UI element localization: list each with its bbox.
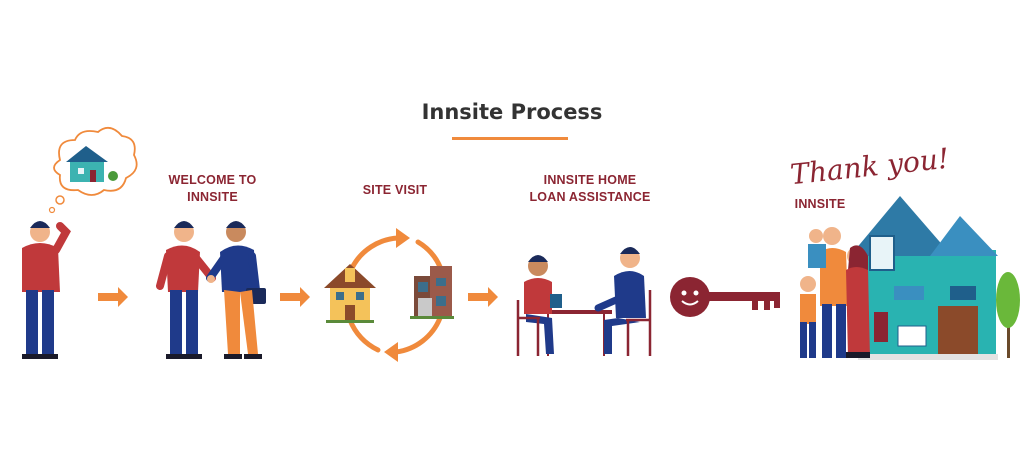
cycle-arrowhead-1 <box>396 228 410 248</box>
arrow-2 <box>280 287 310 307</box>
meeting-icon <box>516 247 652 356</box>
cycle-arrowhead-2 <box>384 342 398 362</box>
step-label-welcome-line2: INNSITE <box>187 190 238 204</box>
step-label-loan: INNSITE HOME LOAN ASSISTANCE <box>510 172 670 206</box>
thought-bubble-house-icon <box>48 126 138 214</box>
house-icon <box>324 264 376 323</box>
step-label-loan-line1: INNSITE HOME <box>543 173 637 187</box>
arrow-1 <box>98 287 128 307</box>
step-label-welcome-line1: WELCOME TO <box>168 173 257 187</box>
step-label-site-visit: SITE VISIT <box>335 182 455 199</box>
house-icon-2 <box>410 266 454 319</box>
step-label-loan-line2: LOAN ASSISTANCE <box>529 190 651 204</box>
step-label-innsite: INNSITE <box>780 196 860 213</box>
thinking-person-icon <box>22 221 71 359</box>
step-label-innsite-line1: INNSITE <box>794 197 846 211</box>
arrow-3 <box>468 287 498 307</box>
key-icon <box>670 277 780 317</box>
title-underline <box>452 137 568 140</box>
step-label-site-visit-line1: SITE VISIT <box>362 183 428 197</box>
page-title: Innsite Process <box>421 100 603 124</box>
step-label-welcome: WELCOME TO INNSITE <box>150 172 275 206</box>
family-house-icon <box>800 196 1020 360</box>
handshake-icon <box>156 221 266 359</box>
